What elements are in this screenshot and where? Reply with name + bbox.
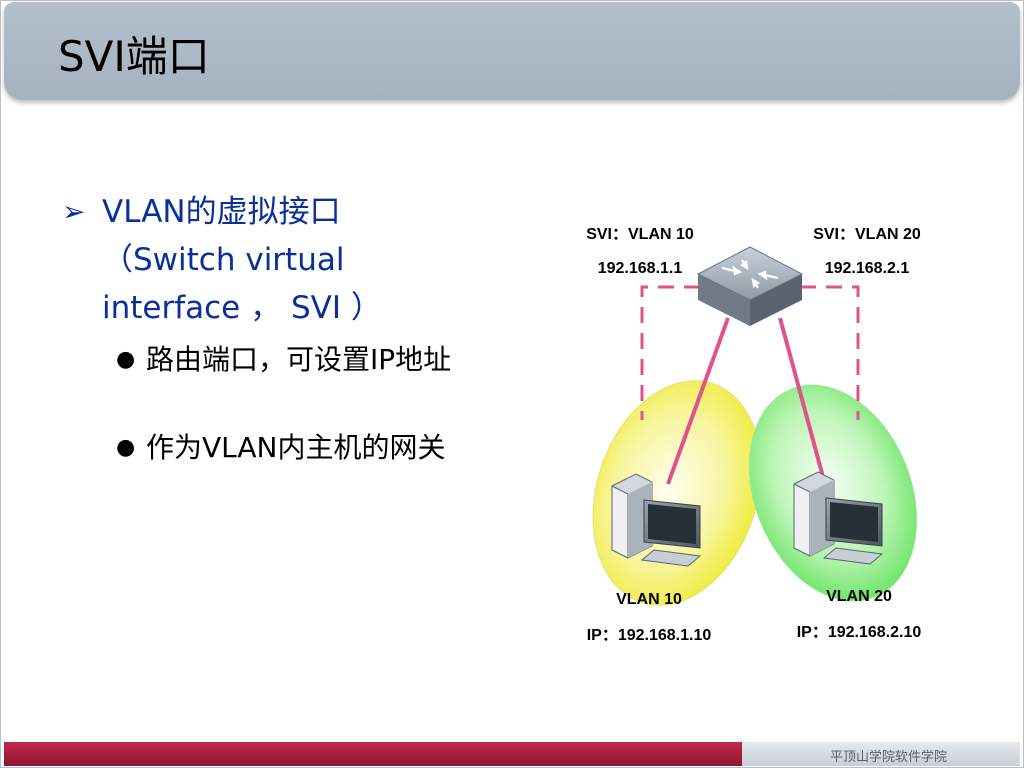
switch-svi-vlan10-label: SVI：VLAN 10 [586, 226, 694, 243]
vlan20-dashed-link [800, 285, 860, 420]
host-vlan20-label: VLAN 20 [826, 588, 892, 605]
footer-accent-bar [4, 742, 742, 766]
dot-bullet-icon: ● [116, 435, 136, 460]
link-switch-host-right [778, 317, 828, 489]
footer-institution: 平顶山学院软件学院 [830, 750, 948, 765]
title-band [4, 2, 1020, 100]
sub-bullet-routing-port: ● 路由端口，可设置IP地址 [116, 340, 466, 380]
switch-icon [696, 246, 804, 326]
sub-bullet-gateway: ● 作为VLAN内主机的网关 [116, 428, 466, 468]
slide-title: SVI端口 [58, 32, 210, 81]
switch-svi-vlan20-ip: 192.168.2.1 [825, 260, 910, 277]
sub-bullet-text: 作为VLAN内主机的网关 [146, 431, 446, 464]
sub-bullet-text: 路由端口，可设置IP地址 [146, 343, 452, 376]
link-switch-host-left [666, 317, 730, 485]
host-vlan10-label: VLAN 10 [616, 591, 682, 608]
arrow-bullet-icon: ➢ [62, 195, 86, 228]
switch-svi-vlan20-label: SVI：VLAN 20 [813, 226, 921, 243]
host-vlan20-ip: IP：192.168.2.10 [797, 624, 922, 641]
computer-icon [793, 471, 884, 565]
footer-label-bar [742, 742, 1020, 766]
switch-svi-vlan10-ip: 192.168.1.1 [598, 260, 683, 277]
vlan10-dashed-link [640, 285, 700, 420]
host-vlan10-ip: IP：192.168.1.10 [587, 627, 712, 644]
bullet-vlan-interface: ➢ VLAN的虚拟接口（Switch virtual interface ， S… [62, 188, 422, 332]
computer-icon [611, 473, 702, 567]
bullet-text: VLAN的虚拟接口（Switch virtual interface ， SVI… [102, 194, 382, 326]
dot-bullet-icon: ● [116, 347, 136, 372]
